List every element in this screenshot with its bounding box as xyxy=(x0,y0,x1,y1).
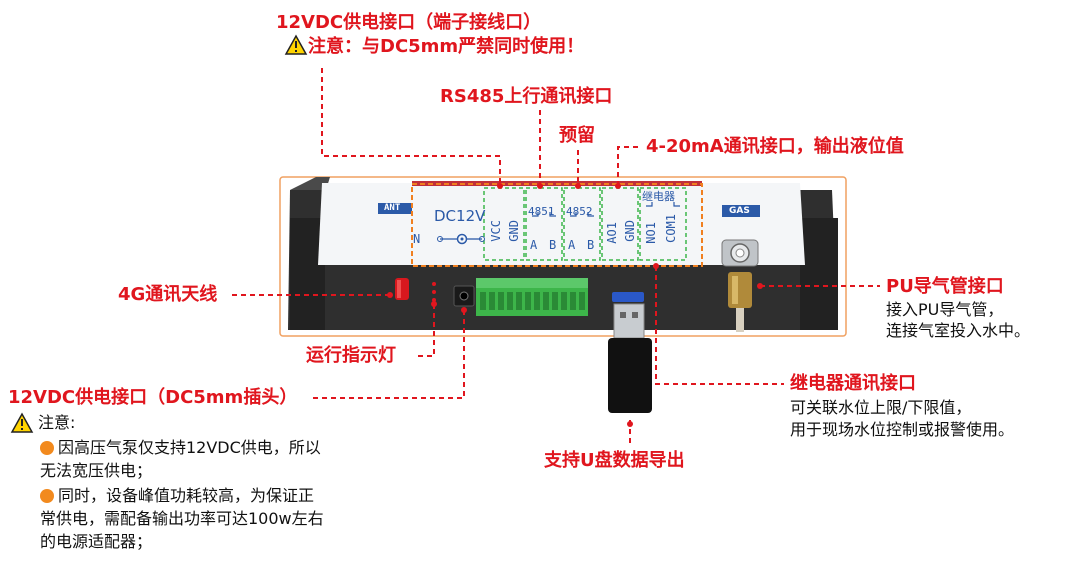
callout-reserved: 预留 xyxy=(559,125,595,146)
usb-port xyxy=(612,292,644,302)
callout-420ma: 4-20mA通讯接口，输出液位值 xyxy=(646,136,904,157)
gas-fitting-brass xyxy=(728,272,752,308)
port-4851: 4851 xyxy=(528,205,555,218)
relay-desc-2: 用于现场水位控制或报警使用。 xyxy=(790,420,1015,439)
callout-relay: 继电器通讯接口 xyxy=(790,373,916,394)
usb-stick-body xyxy=(608,338,652,413)
relay-desc-1: 可关联水位上限/下限值， xyxy=(790,398,972,417)
bullet-dot xyxy=(40,489,54,503)
led-2 xyxy=(432,290,436,294)
terminal-gnd: GND xyxy=(507,220,521,242)
terminal-gnd2: GND xyxy=(623,220,637,242)
gas-badge xyxy=(722,205,760,217)
callout-pu-tube: PU导气管接口 xyxy=(886,276,1004,297)
terminal-box xyxy=(411,183,703,267)
left-flange xyxy=(290,218,325,330)
bullet-dot xyxy=(40,441,54,455)
left-ear xyxy=(290,177,330,190)
leader-dc5mm xyxy=(312,310,465,399)
gas-tube xyxy=(736,308,744,332)
callout-usb-export: 支持U盘数据导出 xyxy=(544,450,685,471)
dc12v-label: DC12V xyxy=(434,207,486,225)
led-1 xyxy=(432,282,436,286)
leader-power-terminal xyxy=(321,68,501,186)
pu-tube-desc-2: 连接气室投入水中。 xyxy=(886,321,1031,340)
dc-symbol xyxy=(456,233,468,245)
terminal-vcc: VCC xyxy=(489,220,503,242)
terminal-a2: A xyxy=(568,238,576,252)
led-3 xyxy=(432,298,436,302)
terminal-a1: A xyxy=(530,238,538,252)
warning-icon xyxy=(284,34,308,55)
note-bullet2-line3: 的电源适配器； xyxy=(40,532,153,551)
ant-badge xyxy=(378,203,412,214)
terminal-b2: B xyxy=(587,238,595,252)
callout-rs485: RS485上行通讯接口 xyxy=(440,86,613,107)
device-frame xyxy=(279,176,847,337)
note-bullet1-line1: 因高压气泵仅支持12VDC供电，所以 xyxy=(58,438,321,457)
terminal-ao1: AO1 xyxy=(605,222,619,244)
pu-tube-desc-1: 接入PU导气管， xyxy=(886,300,1004,319)
note-bullet2-line2: 常供电，需配备输出功率可达100w左右 xyxy=(40,509,324,528)
note-bullet1-line2: 无法宽压供电； xyxy=(40,461,153,480)
ant-partial-label: N xyxy=(413,232,421,246)
group-relay xyxy=(639,187,687,261)
notes-heading: 注意: xyxy=(38,413,76,432)
callout-dc5mm: 12VDC供电接口（DC5mm插头） xyxy=(8,387,298,408)
leader-420 xyxy=(617,146,640,186)
port-4852: 4852 xyxy=(566,205,593,218)
ant-label: ANT xyxy=(384,203,401,213)
terminal-no1: NO1 xyxy=(644,222,658,244)
callout-run-led: 运行指示灯 xyxy=(306,345,396,366)
terminal-b1: B xyxy=(549,238,557,252)
warning-icon xyxy=(10,412,34,433)
leader-relay xyxy=(655,266,784,385)
gas-label: GAS xyxy=(729,206,750,216)
terminal-com1: COM1 xyxy=(664,214,678,243)
group-4852 xyxy=(563,187,601,261)
terminal-screws xyxy=(480,292,585,310)
callout-power-terminal-note: 注意：与DC5mm严禁同时使用！ xyxy=(308,36,585,57)
callout-power-terminal: 12VDC供电接口（端子接线口） xyxy=(276,12,542,33)
relay-header-label: 继电器 xyxy=(642,190,675,203)
callout-4g-antenna: 4G通讯天线 xyxy=(118,284,218,305)
usb-stick-connector xyxy=(613,303,645,339)
leader-led xyxy=(414,304,435,357)
group-4851 xyxy=(525,187,563,261)
note-bullet2-line1: 同时，设备峰值功耗较高，为保证正 xyxy=(58,486,315,505)
right-flange xyxy=(800,218,838,330)
